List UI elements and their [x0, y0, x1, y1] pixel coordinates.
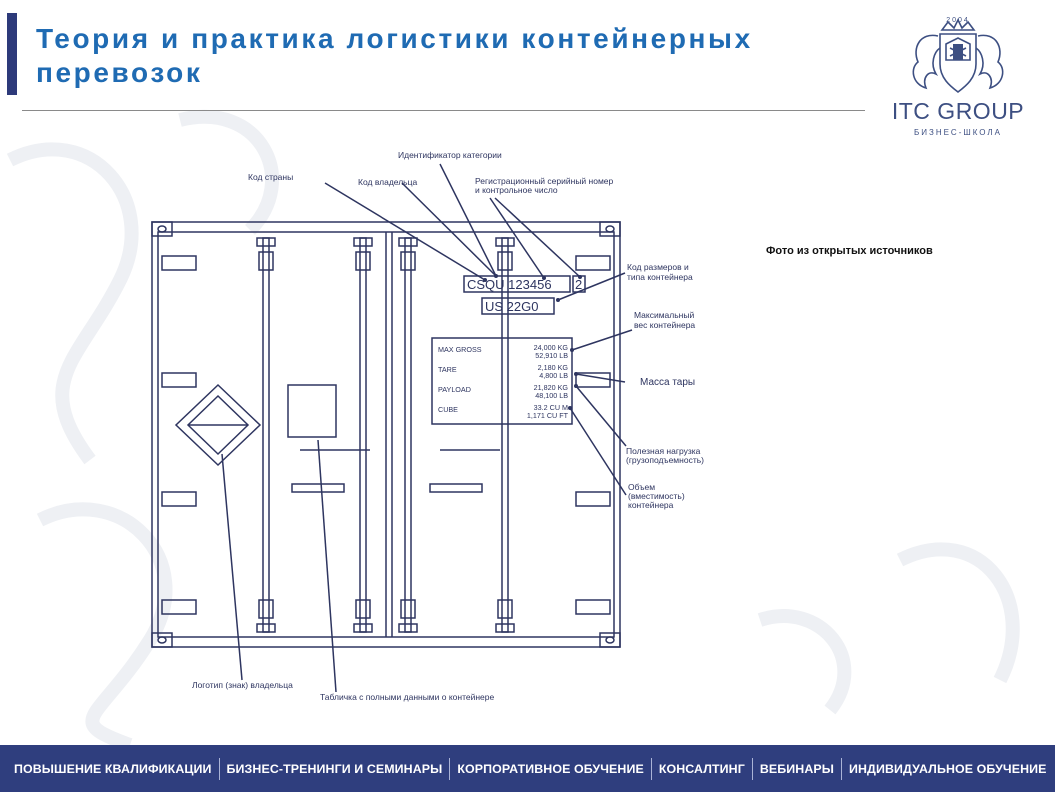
nav-item-business-trainings[interactable]: БИЗНЕС-ТРЕНИНГИ И СЕМИНАРЫ	[226, 761, 443, 776]
nav-item-corporate-training[interactable]: КОРПОРАТИВНОЕ ОБУЧЕНИЕ	[457, 761, 644, 776]
plate-max-gross-kg: 24,000 KG	[534, 343, 569, 352]
title-divider	[22, 110, 865, 111]
crest-crown	[940, 18, 976, 31]
hinge	[575, 599, 611, 615]
label-size-type-line2: типа контейнера	[627, 272, 693, 282]
nav-separator	[650, 757, 652, 780]
container-marking-diagram: CSQU 123456 2 US 22G0 MAX GROSS 24,000 K…	[151, 150, 704, 702]
plate-payload-label: PAYLOAD	[438, 385, 471, 394]
hinge	[161, 599, 197, 615]
plate-payload-kg: 21,820 KG	[534, 383, 569, 392]
label-volume-line1: Объем	[628, 482, 655, 492]
label-tare-weight: Масса тары	[640, 377, 695, 388]
corner-casting	[599, 221, 621, 237]
corner-casting	[151, 221, 173, 237]
nav-item-webinars[interactable]: ВЕБИНАРЫ	[759, 761, 834, 776]
door-handle	[291, 483, 345, 493]
nav-separator	[751, 757, 753, 780]
nav-item-professional-development[interactable]: ПОВЫШЕНИЕ КВАЛИФИКАЦИИ	[14, 761, 212, 776]
plate-max-gross-label: MAX GROSS	[438, 345, 482, 354]
label-max-weight-line1: Максимальный	[634, 310, 694, 320]
plate-cube-label: CUBE	[438, 405, 458, 414]
label-serial-line1: Регистрационный серийный номер	[475, 176, 614, 186]
crest-shield	[939, 33, 977, 94]
crest-mantle-left	[912, 34, 941, 90]
label-max-weight-line2: вес контейнера	[634, 320, 695, 330]
label-payload-line2: (грузоподъемность)	[626, 455, 704, 465]
hinge	[575, 491, 611, 507]
label-serial-line2: и контрольное число	[475, 185, 558, 195]
logo-subtitle: БИЗНЕС-ШКОЛА	[913, 128, 1002, 137]
locking-bar	[404, 237, 412, 633]
container-number: CSQU 123456	[467, 277, 552, 292]
check-digit: 2	[575, 277, 582, 292]
owner-logo-diamond	[174, 383, 262, 467]
label-owner-logo: Логотип (знак) владельца	[192, 680, 293, 690]
title-accent-bar	[7, 13, 17, 95]
door-handle	[429, 483, 483, 493]
container-data-plate	[431, 337, 573, 425]
corner-casting	[151, 632, 173, 648]
placard-square	[287, 384, 337, 438]
locking-bar	[262, 237, 270, 633]
label-size-type-line1: Код размеров и	[627, 262, 689, 272]
label-volume-line2: (вместимость)	[628, 491, 685, 501]
nav-item-consulting[interactable]: КОНСАЛТИНГ	[658, 761, 745, 776]
photo-credit: Фото из открытых источников	[766, 245, 933, 257]
locking-bar	[359, 237, 367, 633]
crest-mantle-right	[975, 34, 1004, 90]
nav-item-individual-training[interactable]: ИНДИВИДУАЛЬНОЕ ОБУЧЕНИЕ	[848, 761, 1047, 776]
plate-tare-lb: 4,800 LB	[539, 371, 568, 380]
label-payload-line1: Полезная нагрузка	[626, 446, 701, 456]
hinge	[161, 255, 197, 271]
label-country-code: Код страны	[248, 172, 293, 182]
plate-max-gross-lb: 52,910 LB	[535, 351, 568, 360]
nav-separator	[218, 757, 220, 780]
label-category-id: Идентификатор категории	[398, 150, 502, 160]
plate-cube-m: 33.2 CU M	[534, 403, 568, 412]
plate-tare-kg: 2,180 KG	[538, 363, 569, 372]
logo-name: ITC GROUP	[891, 98, 1025, 124]
container-frame	[151, 221, 621, 648]
plate-tare-label: TARE	[438, 365, 457, 374]
hinge	[161, 372, 197, 388]
label-volume-line3: контейнера	[628, 500, 674, 510]
nav-separator	[840, 757, 842, 780]
label-owner-code: Код владельца	[358, 177, 417, 187]
hinge	[161, 491, 197, 507]
locking-bar	[501, 237, 509, 633]
label-data-plate: Табличка с полными данными о контейнере	[320, 692, 495, 702]
plate-cube-ft: 1,171 CU FT	[527, 411, 569, 420]
nav-separator	[449, 757, 451, 780]
page-title: Теория и практика логистики контейнерных…	[36, 23, 753, 88]
hinge	[575, 255, 611, 271]
footer-nav: ПОВЫШЕНИЕ КВАЛИФИКАЦИИ БИЗНЕС-ТРЕНИНГИ И…	[0, 745, 1055, 792]
plate-payload-lb: 48,100 LB	[535, 391, 568, 400]
size-type-code: US 22G0	[485, 299, 538, 314]
itc-group-logo: 2004	[912, 17, 1004, 94]
corner-casting	[599, 632, 621, 648]
background-ornament	[6, 109, 1020, 745]
